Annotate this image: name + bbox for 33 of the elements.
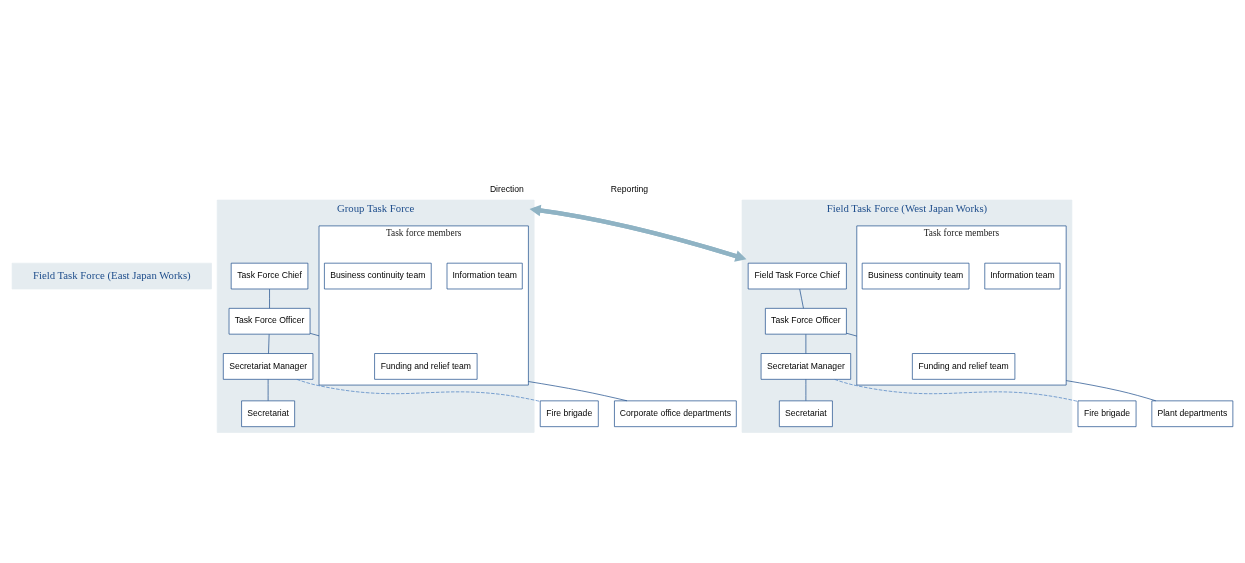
node-box: Task Force Chief: [230, 262, 309, 289]
node-box: Task Force Officer: [765, 307, 847, 335]
connector: [799, 288, 804, 309]
node-box: Task Force Officer: [228, 307, 311, 335]
connector: [846, 332, 858, 336]
connector: [805, 378, 807, 401]
connector: [269, 288, 270, 309]
node-box: Information team: [984, 262, 1061, 289]
connector: [309, 332, 320, 336]
node-box: Business continuity team: [324, 262, 432, 289]
node-box: Secretariat: [779, 400, 833, 427]
edge-label: Reporting: [610, 183, 649, 194]
node-box: Field Task Force Chief: [747, 262, 847, 289]
node-box: Funding and relief team: [912, 352, 1016, 380]
connector: [528, 380, 628, 401]
node-box: Secretariat Manager: [760, 352, 852, 380]
connector: [268, 333, 270, 354]
node-box: Secretariat Manager: [222, 352, 314, 380]
node-box: Secretariat: [241, 400, 295, 427]
node-box: Field Task Force (East Japan Works): [11, 262, 212, 289]
connector: [1065, 379, 1157, 401]
node-box: Business continuity team: [861, 262, 970, 289]
node-box: Fire brigade: [539, 400, 599, 427]
edge-label: Direction: [489, 183, 524, 194]
node-box: Funding and relief team: [374, 352, 478, 380]
node-box: Fire brigade: [1077, 400, 1137, 427]
connector: [267, 378, 269, 401]
connector: [296, 378, 541, 402]
node-box: Plant departments: [1151, 400, 1234, 427]
connector: [834, 378, 1079, 402]
connector: [805, 333, 807, 354]
node-box: Information team: [446, 262, 523, 289]
node-box: Corporate office departments: [614, 400, 737, 427]
